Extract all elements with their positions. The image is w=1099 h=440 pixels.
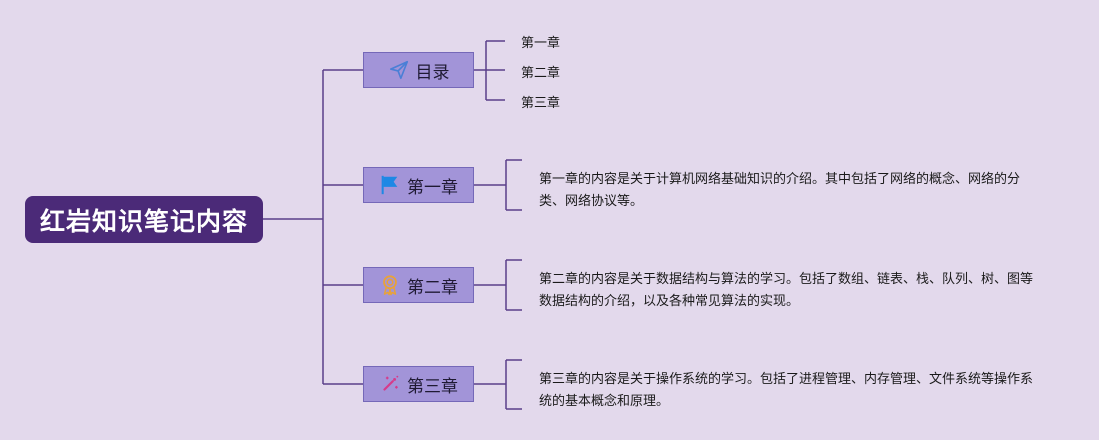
ch3-desc-connector xyxy=(474,359,522,410)
toc-item-ch2[interactable]: 第二章 xyxy=(521,66,561,81)
ch1-desc-connector xyxy=(474,159,522,211)
branch-node-ch3[interactable]: 第三章 xyxy=(363,366,474,402)
toc-item-ch3[interactable]: 第三章 xyxy=(521,96,561,111)
toc-item-connectors xyxy=(474,40,505,101)
branch-node-toc[interactable]: 目录 xyxy=(363,52,474,88)
medal-icon xyxy=(379,274,401,296)
root-label: 红岩知识笔记内容 xyxy=(39,206,248,236)
branch-label-ch1: 第一章 xyxy=(407,177,458,198)
branch-label-ch3: 第三章 xyxy=(407,376,458,397)
branch-node-ch1[interactable]: 第一章 xyxy=(363,167,474,203)
magic-wand-icon xyxy=(379,373,401,395)
branch-label-ch2: 第二章 xyxy=(407,277,458,298)
ch1-description[interactable]: 第一章的内容是关于计算机网络基础知识的介绍。其中包括了网络的概念、网络的分类、网… xyxy=(539,172,1021,209)
paper-plane-icon xyxy=(388,59,410,81)
toc-item-ch1[interactable]: 第一章 xyxy=(521,36,561,51)
ch3-description[interactable]: 第三章的内容是关于操作系统的学习。包括了进程管理、内存管理、文件系统等操作系统的… xyxy=(539,372,1034,409)
branch-node-ch2[interactable]: 第二章 xyxy=(363,267,474,303)
ch2-description[interactable]: 第二章的内容是关于数据结构与算法的学习。包括了数组、链表、栈、队列、树、图等数据… xyxy=(539,272,1034,309)
ch2-desc-connector xyxy=(474,259,522,311)
flag-icon xyxy=(379,174,401,196)
branch-label-toc: 目录 xyxy=(415,62,450,83)
root-node[interactable]: 红岩知识笔记内容 xyxy=(25,196,263,243)
